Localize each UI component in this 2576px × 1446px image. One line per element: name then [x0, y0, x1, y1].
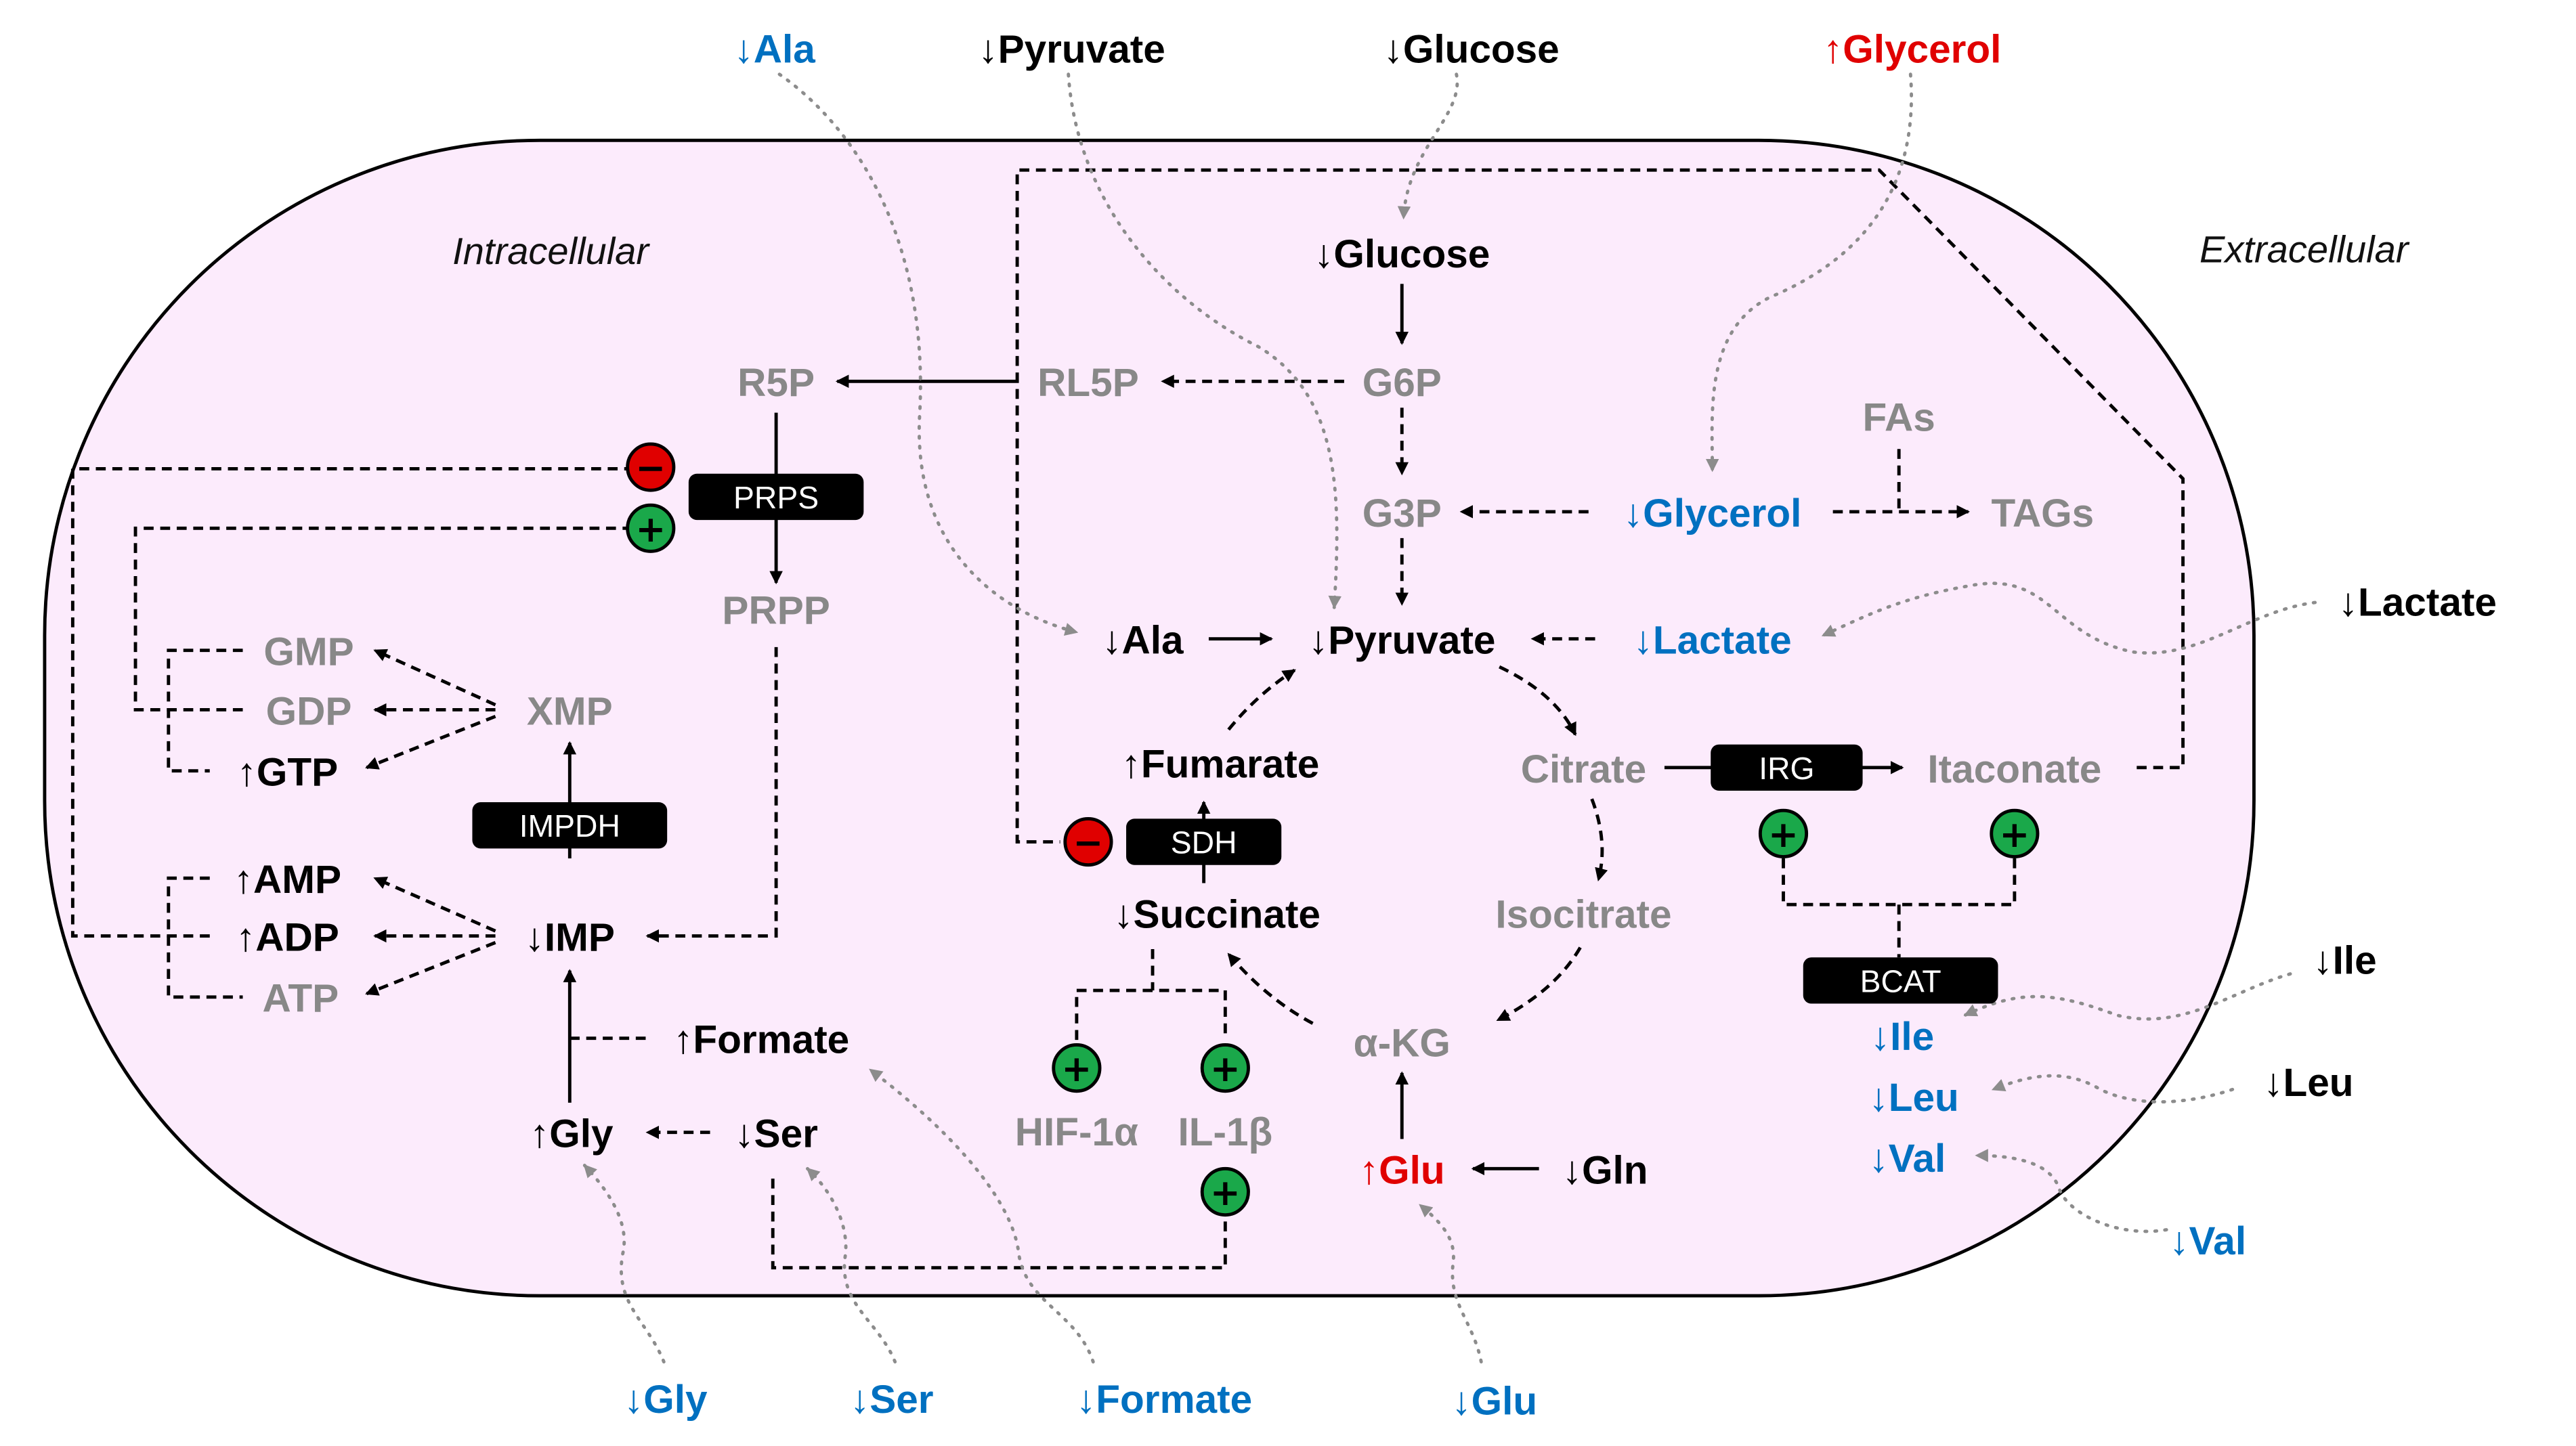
tags: TAGs	[1991, 491, 2094, 535]
formate-external: ↓Formate	[1076, 1378, 1252, 1422]
svg-text:+: +	[1999, 813, 2030, 856]
glu-intracellular: ↑Glu	[1359, 1148, 1445, 1192]
pyruvate-intracellular: ↓Pyruvate	[1308, 619, 1495, 663]
formate-intracellular: ↑Formate	[673, 1018, 849, 1062]
activator-il1b: +	[1200, 1043, 1250, 1093]
gly-external: ↓Gly	[624, 1378, 708, 1422]
imp: ↓IMP	[525, 915, 615, 959]
enzyme-sdh: SDH	[1126, 818, 1282, 865]
intracellular-label: Intracellular	[452, 229, 650, 272]
svg-text:+: +	[1210, 1047, 1241, 1090]
diagram-content: Intracellular Extracellular	[43, 28, 2497, 1424]
amp: ↑AMP	[234, 858, 341, 902]
g6p: G6P	[1362, 361, 1442, 405]
svg-text:+: +	[1210, 1171, 1241, 1214]
svg-text:PRPS: PRPS	[733, 480, 819, 515]
cell-body	[43, 138, 2256, 1298]
alpha-kg: α-KG	[1354, 1022, 1451, 1066]
svg-text:BCAT: BCAT	[1860, 963, 1941, 999]
ile-external: ↓Ile	[2313, 939, 2376, 983]
glucose-external: ↓Glucose	[1383, 28, 1560, 72]
glucose-intracellular: ↓Glucose	[1314, 232, 1490, 276]
pyruvate-external: ↓Pyruvate	[978, 28, 1165, 72]
gln: ↓Gln	[1562, 1148, 1648, 1192]
xmp: XMP	[527, 689, 613, 733]
fatty-acids: FAs	[1863, 395, 1935, 439]
ala-external: ↓Ala	[734, 28, 816, 72]
extracellular-label: Extracellular	[2199, 228, 2410, 271]
fumarate: ↑Fumarate	[1121, 742, 1320, 786]
itaconate: Itaconate	[1927, 747, 2101, 791]
gly-intracellular: ↑Gly	[530, 1112, 614, 1156]
glu-external: ↓Glu	[1451, 1380, 1537, 1424]
svg-text:−: −	[635, 447, 666, 489]
glycerol-intracellular: ↓Glycerol	[1623, 491, 1801, 535]
activator-hif1a: +	[1052, 1043, 1102, 1093]
leu-external: ↓Leu	[2263, 1061, 2353, 1105]
svg-text:IRG: IRG	[1759, 751, 1814, 786]
inhibitor-prps: −	[626, 442, 676, 492]
enzyme-prps: PRPS	[688, 473, 864, 521]
svg-text:+: +	[635, 508, 666, 550]
isocitrate: Isocitrate	[1495, 892, 1671, 936]
gdp: GDP	[266, 689, 352, 733]
inhibitor-sdh: −	[1063, 816, 1113, 867]
atp: ATP	[263, 977, 339, 1021]
activator-ser: +	[1200, 1166, 1250, 1217]
enzyme-impdh: IMPDH	[472, 802, 668, 849]
glycerol-external: ↑Glycerol	[1823, 28, 2001, 72]
val-intracellular: ↓Val	[1868, 1137, 1946, 1181]
ile-intracellular: ↓Ile	[1870, 1015, 1934, 1059]
ser-external: ↓Ser	[850, 1378, 934, 1422]
svg-text:+: +	[1768, 813, 1799, 856]
succinate: ↓Succinate	[1113, 892, 1321, 936]
ser-intracellular: ↓Ser	[734, 1112, 818, 1156]
svg-text:IMPDH: IMPDH	[519, 808, 620, 844]
g3p: G3P	[1362, 491, 1442, 535]
val-external: ↓Val	[2169, 1219, 2246, 1263]
citrate: Citrate	[1521, 747, 1646, 791]
gmp: GMP	[263, 630, 353, 674]
gtp: ↑GTP	[237, 751, 339, 795]
lactate-external: ↓Lactate	[2338, 581, 2497, 625]
activator-irg-left: +	[1758, 808, 1809, 858]
il1b: IL-1β	[1178, 1110, 1272, 1154]
rl5p: RL5P	[1037, 361, 1139, 405]
activator-prps: +	[626, 503, 676, 553]
svg-text:SDH: SDH	[1171, 825, 1237, 860]
lactate-intracellular: ↓Lactate	[1633, 619, 1792, 663]
enzyme-bcat: BCAT	[1803, 957, 1998, 1004]
leu-intracellular: ↓Leu	[1868, 1076, 1958, 1120]
prpp: PRPP	[722, 589, 830, 633]
adp: ↑ADP	[236, 915, 339, 959]
activator-irg-right: +	[1990, 808, 2040, 858]
ala-intracellular: ↓Ala	[1102, 619, 1184, 663]
enzyme-irg: IRG	[1711, 744, 1863, 791]
svg-text:+: +	[1061, 1047, 1092, 1090]
r5p: R5P	[737, 361, 815, 405]
svg-text:−: −	[1073, 821, 1103, 864]
hif1a: HIF-1α	[1015, 1110, 1138, 1154]
